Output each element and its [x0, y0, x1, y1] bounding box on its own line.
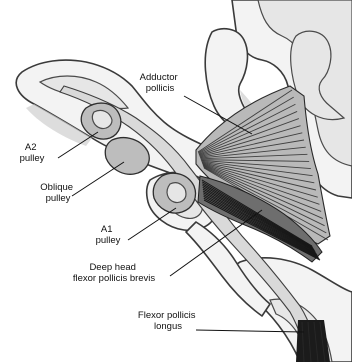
label-oblique-pulley: Oblique pulley: [40, 182, 75, 204]
label-deep-head-fpb: Deep head flexor pollicis brevis: [73, 262, 156, 284]
leader-oblique: [72, 162, 124, 196]
label-a2-pulley: A2 pulley: [20, 142, 45, 164]
label-adductor-pollicis: Adductor pollicis: [140, 72, 181, 94]
label-a1-pulley: A1 pulley: [96, 224, 121, 246]
label-fpl: Flexor pollicis longus: [138, 310, 198, 332]
